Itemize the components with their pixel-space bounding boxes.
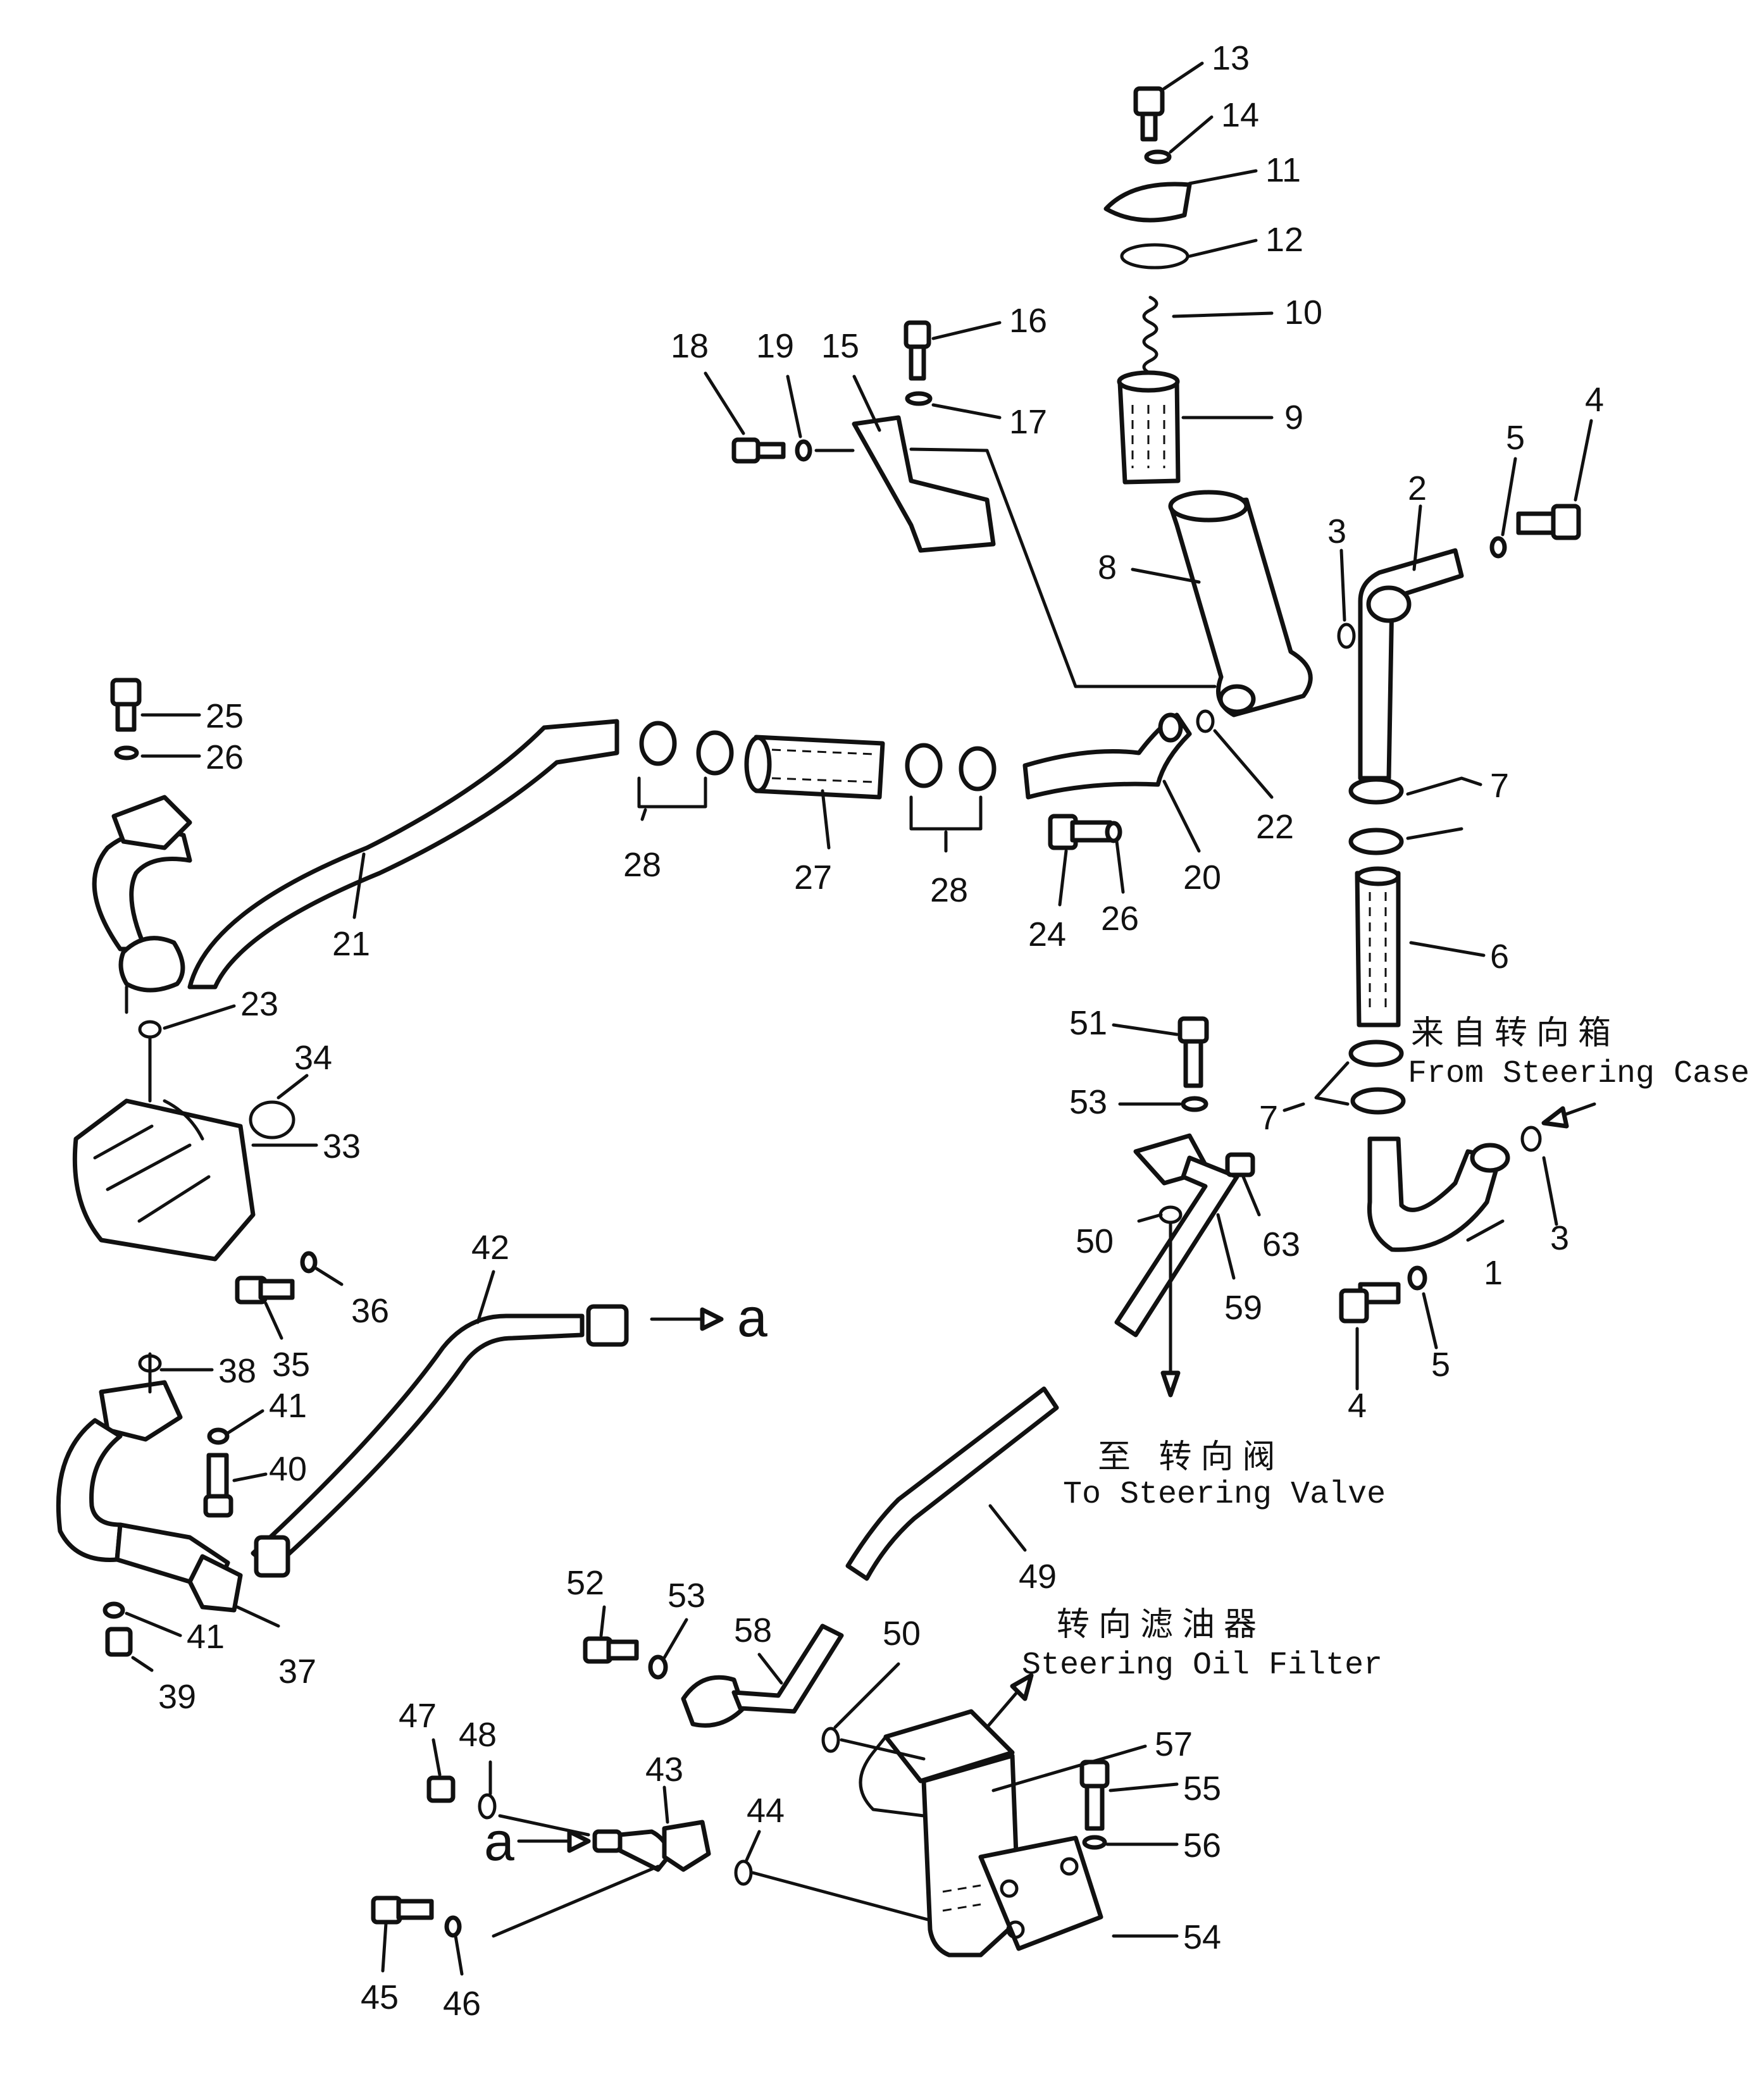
part-label-24: 24 — [1028, 915, 1066, 953]
part-label-53a: 53 — [1069, 1083, 1107, 1121]
assembly-lines — [125, 985, 932, 1938]
part-label-47: 47 — [399, 1697, 437, 1735]
part-label-5a: 5 — [1506, 419, 1525, 457]
hose-a-inlet-fitting — [371, 1775, 753, 1938]
part-label-53b: 53 — [668, 1577, 705, 1615]
steering-oil-filter-en: Steering Oil Filter — [1022, 1648, 1382, 1684]
part-label-11: 11 — [1265, 151, 1301, 189]
part-label-49: 49 — [1019, 1558, 1057, 1596]
part-label-5b: 5 — [1431, 1346, 1450, 1384]
part-label-42: 42 — [471, 1229, 509, 1267]
part-label-55: 55 — [1183, 1770, 1221, 1808]
part-number-labels: 1 2 3 3 4 4 5 5 6 7 7 8 9 10 11 12 13 — [125, 39, 1604, 2023]
part-label-28b: 28 — [930, 871, 968, 909]
part-label-7a: 7 — [1490, 767, 1509, 805]
part-label-17: 17 — [1009, 403, 1047, 441]
part-label-26b: 26 — [1101, 900, 1139, 938]
part-label-41a: 41 — [269, 1387, 307, 1425]
part-label-39: 39 — [158, 1678, 196, 1716]
part-label-27: 27 — [794, 859, 832, 897]
part-label-21: 21 — [332, 925, 370, 963]
part-label-23: 23 — [240, 985, 278, 1023]
part-label-51: 51 — [1069, 1004, 1107, 1042]
bracket-assembly — [731, 320, 1217, 688]
part-label-12: 12 — [1265, 221, 1303, 259]
part-label-7b: 7 — [1259, 1099, 1278, 1137]
part-label-6: 6 — [1490, 938, 1509, 976]
part-label-18: 18 — [671, 327, 709, 365]
part-label-48: 48 — [459, 1716, 497, 1754]
upper-elbow — [1337, 504, 1581, 781]
pipe-20 — [1022, 709, 1215, 850]
part-label-57: 57 — [1155, 1725, 1193, 1763]
part-label-20: 20 — [1183, 859, 1221, 897]
part-label-45: 45 — [361, 1978, 399, 2016]
part-label-63: 63 — [1262, 1226, 1300, 1263]
flow-callouts: 来自转向箱 From Steering Case 至 转向阀 To Steeri… — [985, 1014, 1749, 1729]
part-label-22: 22 — [1256, 808, 1294, 846]
part-label-58: 58 — [734, 1611, 772, 1649]
part-label-43: 43 — [645, 1751, 683, 1789]
steering-case-hose — [1348, 777, 1406, 1115]
part-label-37: 37 — [278, 1653, 316, 1691]
part-label-8: 8 — [1098, 549, 1117, 586]
part-label-3b: 3 — [1550, 1219, 1569, 1257]
part-label-16: 16 — [1009, 302, 1047, 340]
hose-42 — [251, 1304, 724, 1578]
pipe-21 — [92, 678, 619, 993]
part-label-10: 10 — [1284, 294, 1322, 332]
part-label-50a: 50 — [1076, 1222, 1114, 1260]
part-label-41b: 41 — [187, 1618, 225, 1656]
part-label-26a: 26 — [206, 738, 244, 776]
part-label-28a: 28 — [623, 846, 661, 884]
to-steering-valve-en: To Steering Valve — [1063, 1477, 1386, 1513]
part-label-13: 13 — [1212, 39, 1250, 77]
connector-label-a-outlet: a — [737, 1288, 767, 1348]
pipe-49 — [845, 1386, 1059, 1581]
hose-27 — [637, 721, 997, 831]
filter-cap-assembly — [1103, 86, 1192, 485]
connector-label-a-inlet: a — [484, 1811, 514, 1872]
from-steering-case-en: From Steering Case — [1408, 1056, 1749, 1092]
part-label-44: 44 — [747, 1792, 785, 1830]
part-label-9: 9 — [1284, 399, 1303, 437]
steering-valve-pipe — [1114, 1016, 1255, 1398]
part-label-4a: 4 — [1585, 381, 1604, 419]
from-steering-case-cn: 来自转向箱 — [1411, 1014, 1620, 1052]
part-label-52: 52 — [566, 1564, 604, 1602]
part-label-38: 38 — [218, 1352, 256, 1390]
lower-elbow — [1339, 1126, 1542, 1324]
part-label-35: 35 — [272, 1346, 310, 1384]
part-label-3a: 3 — [1327, 512, 1346, 550]
part-label-19: 19 — [756, 327, 794, 365]
part-label-40: 40 — [269, 1450, 307, 1488]
part-label-33: 33 — [323, 1127, 361, 1165]
part-label-4b: 4 — [1348, 1387, 1367, 1425]
part-label-50b: 50 — [883, 1615, 921, 1653]
part-label-2: 2 — [1408, 469, 1427, 507]
part-label-54: 54 — [1183, 1918, 1221, 1956]
part-label-15: 15 — [821, 327, 859, 365]
pump-outlet-fitting — [56, 1380, 243, 1657]
part-label-36: 36 — [351, 1292, 389, 1330]
to-steering-valve-cn: 至 转向阀 — [1098, 1438, 1284, 1476]
pump-assembly — [72, 1020, 318, 1373]
part-label-46: 46 — [443, 1985, 481, 2023]
part-label-59: 59 — [1224, 1289, 1262, 1327]
part-label-34: 34 — [294, 1039, 332, 1077]
steering-oil-filter-body — [883, 1709, 1110, 1958]
part-label-14: 14 — [1221, 96, 1259, 134]
filter-inlet-pipe — [583, 1623, 844, 1753]
part-label-56: 56 — [1183, 1827, 1221, 1865]
part-label-1: 1 — [1484, 1254, 1503, 1292]
part-label-25: 25 — [206, 697, 244, 735]
filter-housing — [1168, 490, 1313, 717]
steering-oil-filter-cn: 转向滤油器 — [1057, 1606, 1265, 1644]
